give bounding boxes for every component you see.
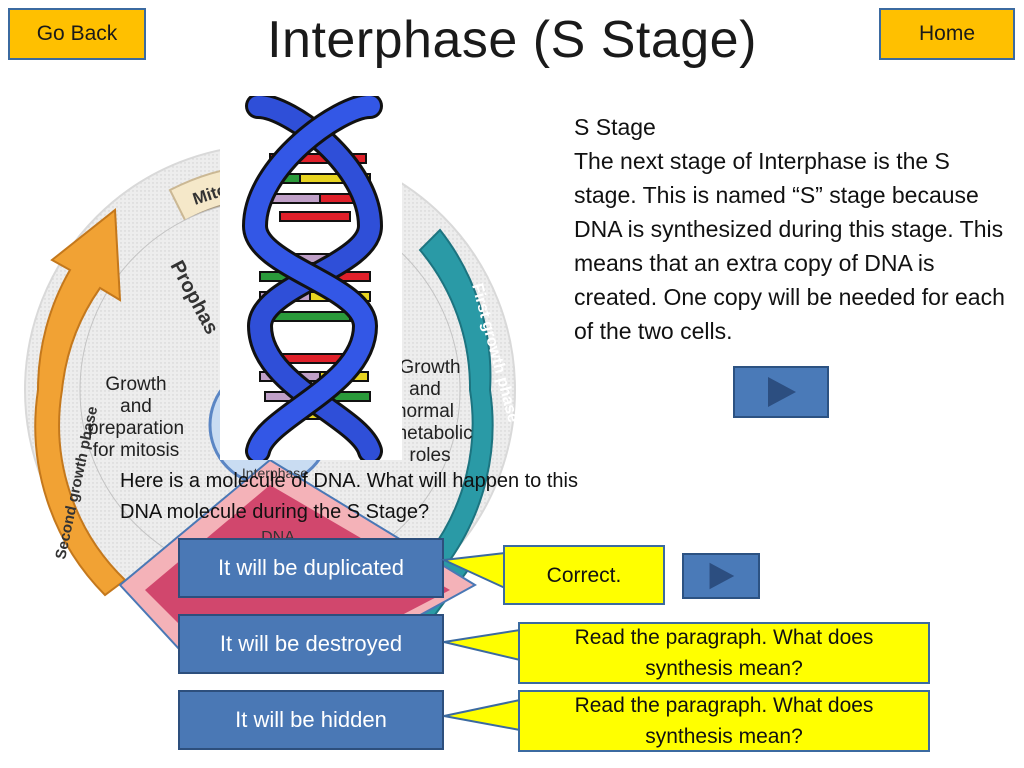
answer-hidden-button[interactable]: It will be hidden xyxy=(178,690,444,750)
dna-icon xyxy=(241,93,384,464)
growth-mitosis-line-3: preparation xyxy=(88,418,184,439)
home-button[interactable]: Home xyxy=(879,8,1015,60)
correct-next-play-button[interactable] xyxy=(682,553,760,599)
answer-label: It will be destroyed xyxy=(219,631,403,656)
second-growth-arrow xyxy=(34,208,127,597)
question-text: Here is a molecule of DNA. What will hap… xyxy=(120,470,578,523)
info-body: The next stage of Interphase is the S st… xyxy=(574,148,1005,344)
next-play-button[interactable] xyxy=(733,366,829,418)
info-heading: S Stage xyxy=(574,114,656,140)
feedback-text: Read the paragraph. What does synthesis … xyxy=(574,626,874,680)
growth-normal-line-4: metabolic xyxy=(391,423,472,444)
growth-normal-line-5: roles xyxy=(409,445,450,466)
growth-mitosis-line-2: and xyxy=(120,396,152,417)
feedback-text: Correct. xyxy=(546,563,622,587)
dna-image-panel xyxy=(220,93,402,464)
interphase-label: Interphase xyxy=(242,465,308,481)
growth-normal-line-1: Growth xyxy=(399,357,460,378)
feedback-destroyed: Read the paragraph. What does synthesis … xyxy=(518,622,930,684)
growth-normal-line-2: and xyxy=(409,379,441,400)
feedback-hidden: Read the paragraph. What does synthesis … xyxy=(518,690,930,752)
play-icon xyxy=(768,377,796,407)
growth-normal-line-3: normal xyxy=(396,401,454,422)
home-label: Home xyxy=(918,22,976,45)
growth-mitosis-line-1: Growth xyxy=(105,374,166,395)
feedback-text: Read the paragraph. What does synthesis … xyxy=(574,694,874,748)
go-back-button[interactable]: Go Back xyxy=(8,8,146,60)
play-icon xyxy=(709,562,735,590)
info-paragraph: S Stage The next stage of Interphase is … xyxy=(574,110,1014,348)
answer-duplicated-button[interactable]: It will be duplicated xyxy=(178,538,444,598)
answer-label: It will be duplicated xyxy=(218,555,404,580)
growth-mitosis-line-4: for mitosis xyxy=(93,440,180,461)
go-back-label: Go Back xyxy=(36,22,118,45)
page-title: Interphase (S Stage) xyxy=(267,11,757,69)
answer-destroyed-button[interactable]: It will be destroyed xyxy=(178,614,444,674)
feedback-correct: Correct. xyxy=(503,545,665,605)
answer-label: It will be hidden xyxy=(235,707,387,732)
